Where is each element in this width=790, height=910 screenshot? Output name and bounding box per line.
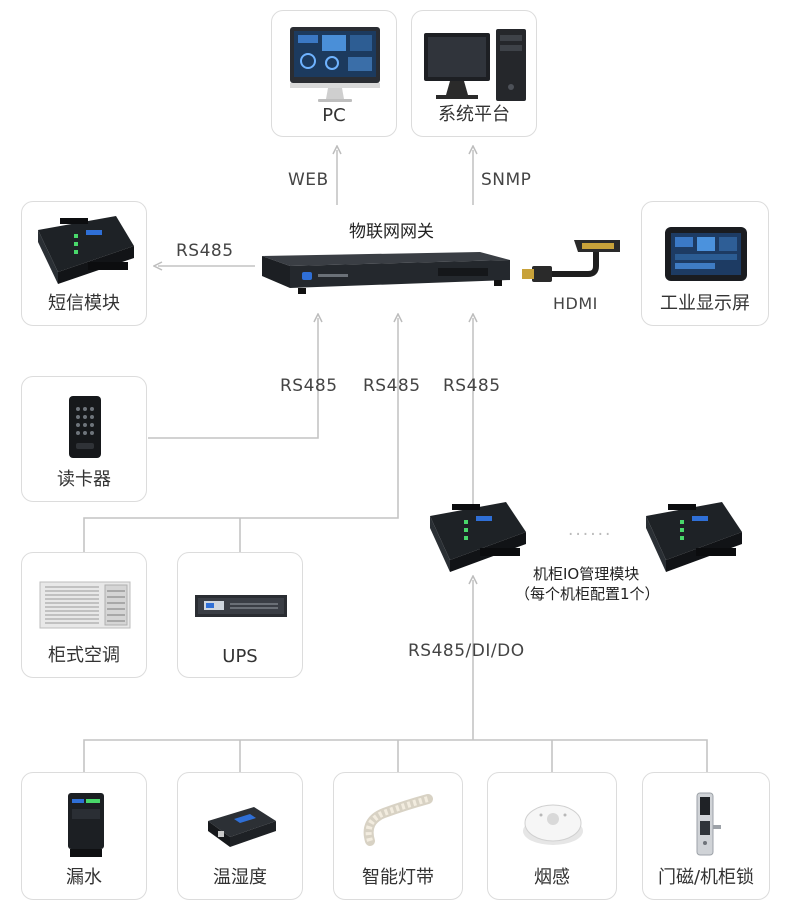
led-strip-label: 智能灯带 [362,867,434,888]
rs485-di-do-label: RS485/DI/DO [408,641,525,661]
temp-humidity-sensor-icon [208,807,276,847]
io-module-title: 机柜IO管理模块 [533,565,640,583]
temp-humidity-card[interactable]: 温湿度 [177,772,303,900]
industrial-display-icon [665,227,747,281]
hdmi-cable-icon [522,240,620,282]
monitor-icon [290,27,380,102]
iot-gateway-device-icon [262,252,510,294]
ups-label: UPS [222,646,258,667]
hmi-card[interactable]: 工业显示屏 [641,201,769,326]
desktop-computer-icon [424,29,526,101]
line-card-reader [148,318,318,439]
platform-label: 系统平台 [438,104,510,125]
sms-module-card[interactable]: 短信模块 [21,201,147,326]
pc-card[interactable]: PC [271,10,397,137]
hmi-label: 工业显示屏 [660,293,750,314]
ac-card[interactable]: 柜式空调 [21,552,147,678]
led-strip-icon [363,794,433,846]
led-strip-card[interactable]: 智能灯带 [333,772,463,900]
platform-card[interactable]: 系统平台 [411,10,537,137]
door-lock-card[interactable]: 门磁/机柜锁 [642,772,770,900]
smoke-detector-icon [523,804,583,845]
ac-label: 柜式空调 [48,645,120,666]
line-sensor-bus [83,739,708,772]
card-reader-label: 读卡器 [57,469,111,490]
door-lock-icon [696,792,721,856]
hdmi-link-label: HDMI [553,294,598,313]
card-reader-card[interactable]: 读卡器 [21,376,147,502]
ups-card[interactable]: UPS [177,552,303,678]
io-module-device-icon [430,502,526,572]
rs485-card-reader-label: RS485 [280,376,338,396]
water-leak-sensor-icon [68,793,104,857]
pc-label: PC [322,105,346,126]
door-lock-label: 门磁/机柜锁 [657,867,755,888]
sms-module-label: 短信模块 [48,293,120,314]
cabinet-air-conditioner-icon [39,581,131,629]
snmp-link-label: SNMP [481,170,532,190]
ups-rack-icon [195,595,287,617]
io-module-note: （每个机柜配置1个） [515,585,660,603]
smoke-label: 烟感 [534,867,570,888]
leak-card[interactable]: 漏水 [21,772,147,900]
io-module-device-icon-2 [646,502,742,572]
rs485-io-module-label: RS485 [443,376,501,396]
rs485-sms-link-label: RS485 [176,241,234,261]
sms-module-device-icon [38,216,134,284]
smoke-card[interactable]: 烟感 [487,772,617,900]
web-link-label: WEB [288,170,329,190]
io-module-dots: ...... [568,520,613,540]
leak-label: 漏水 [66,867,102,888]
card-reader-icon [69,396,101,458]
gateway-title: 物联网网关 [349,222,434,242]
line-ac-ups-bus [83,318,398,552]
temp-humidity-label: 温湿度 [213,867,267,888]
rs485-ac-ups-label: RS485 [363,376,421,396]
